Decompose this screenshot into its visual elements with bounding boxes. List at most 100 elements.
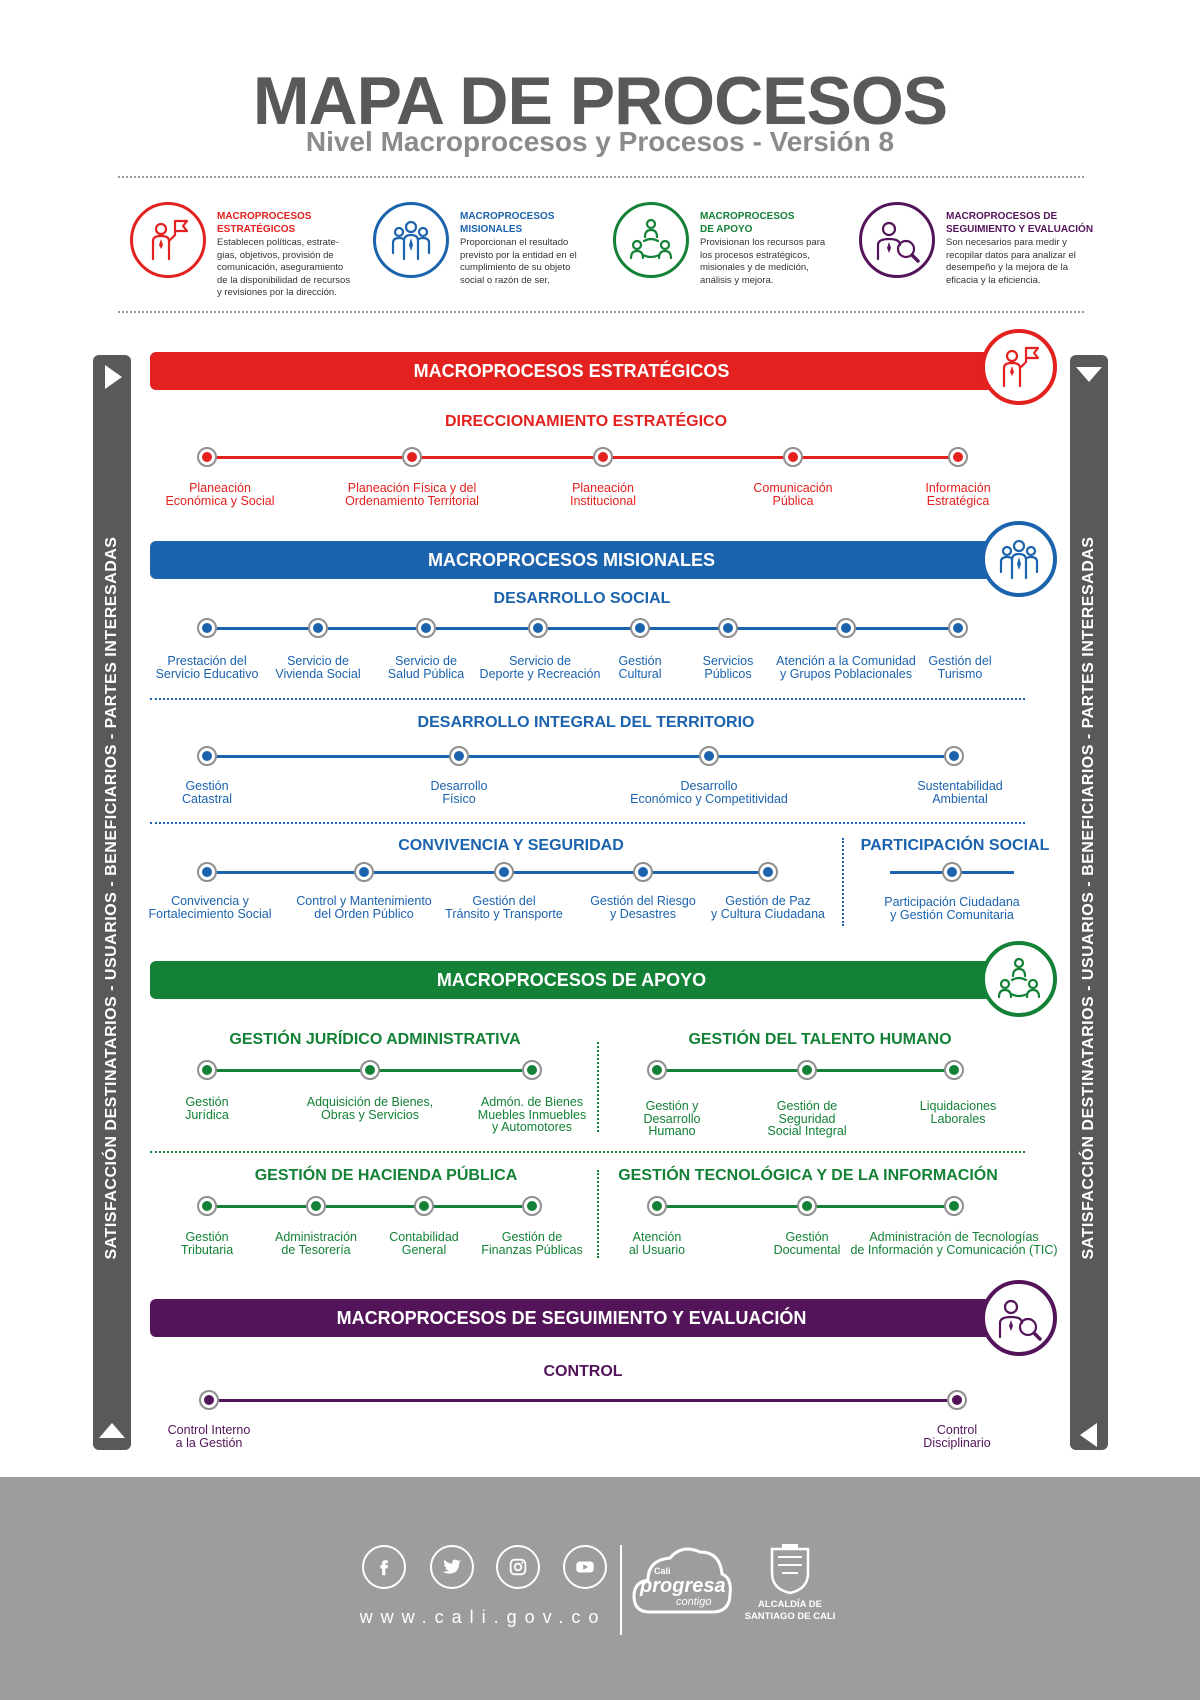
convivencia-title: CONVIVENCIA Y SEGURIDAD [398, 837, 624, 854]
node-dot [202, 1065, 212, 1075]
tecnologica-label-0[interactable]: Atención al Usuario [628, 1230, 686, 1257]
talento-label-2[interactable]: Liquidaciones Laborales [919, 1099, 997, 1126]
territorio-label-1[interactable]: Desarrollo Físico [430, 779, 488, 806]
direccionamiento-node-2[interactable] [593, 447, 613, 467]
territorio-label-2[interactable]: Desarrollo Económico y Competitividad [630, 779, 788, 806]
strategy-flag-person-icon [151, 219, 189, 261]
juridico-label-2[interactable]: Admón. de Bienes Muebles Inmuebles y Aut… [477, 1095, 587, 1134]
convivencia-node-3[interactable] [633, 862, 653, 882]
convivencia-node-0[interactable] [197, 862, 217, 882]
page-subtitle: Nivel Macroprocesos y Procesos - Versión… [305, 126, 895, 157]
hacienda-node-3[interactable] [522, 1196, 542, 1216]
arrow-right-icon [105, 365, 122, 389]
legend-desc-2: Provisionan los recursos para los proces… [700, 237, 826, 286]
control-node-0[interactable] [199, 1390, 219, 1410]
legend-title-line1: MACROPROCESOS DE [946, 211, 1058, 222]
strategy-flag-person-icon [1002, 346, 1040, 388]
hacienda-node-2[interactable] [414, 1196, 434, 1216]
tecnologica-label-1[interactable]: Gestión Documental [773, 1230, 841, 1257]
hacienda-node-1[interactable] [306, 1196, 326, 1216]
divider-support-v1 [597, 1042, 599, 1132]
talento-label-1[interactable]: Gestión de Seguridad Social Integral [767, 1099, 847, 1138]
convivencia-label-4[interactable]: Gestión de Paz y Cultura Ciudadana [711, 894, 825, 921]
youtube-button[interactable] [563, 1545, 607, 1589]
juridico-node-1[interactable] [360, 1060, 380, 1080]
band-icon-3 [981, 1280, 1057, 1356]
territorio-node-0[interactable] [197, 746, 217, 766]
social-label-5[interactable]: Servicios Públicos [702, 654, 754, 681]
control-label-1[interactable]: Control Disciplinario [923, 1423, 991, 1450]
facebook-button[interactable] [362, 1545, 406, 1589]
talento-node-2[interactable] [944, 1060, 964, 1080]
convivencia-label-1[interactable]: Control y Mantenimiento del Orden Públic… [296, 894, 432, 921]
social-label-3[interactable]: Servicio de Deporte y Recreación [479, 654, 601, 681]
tecnologica-node-0[interactable] [647, 1196, 667, 1216]
direccionamiento-node-3[interactable] [783, 447, 803, 467]
hacienda-node-0[interactable] [197, 1196, 217, 1216]
direccionamiento-label-3[interactable]: Comunicación Pública [753, 481, 833, 508]
social-node-5[interactable] [718, 618, 738, 638]
legend-circle-0 [130, 202, 206, 278]
node-dot [454, 751, 464, 761]
cloud-logo-icon [632, 1547, 732, 1614]
hacienda-label-2[interactable]: Contabilidad General [389, 1230, 459, 1257]
direccionamiento-label-2[interactable]: Planeación Institucional [569, 481, 637, 508]
hacienda-label-0[interactable]: Gestión Tributaria [180, 1230, 234, 1257]
direccionamiento-node-1[interactable] [402, 447, 422, 467]
talento-node-0[interactable] [647, 1060, 667, 1080]
territorio-label-3[interactable]: Sustentabilidad Ambiental [917, 779, 1003, 806]
convivencia-node-2[interactable] [494, 862, 514, 882]
social-node-1[interactable] [308, 618, 328, 638]
participacion-node-0[interactable] [942, 862, 962, 882]
tecnologica-node-1[interactable] [797, 1196, 817, 1216]
social-node-4[interactable] [630, 618, 650, 638]
social-label-4[interactable]: Gestión Cultural [618, 654, 662, 681]
juridico-node-0[interactable] [197, 1060, 217, 1080]
territorio-label-0[interactable]: Gestión Catastral [181, 779, 233, 806]
participacion-label-0[interactable]: Participación Ciudadana y Gestión Comuni… [884, 895, 1020, 922]
talento-node-1[interactable] [797, 1060, 817, 1080]
tecnologica-label-2[interactable]: Administración de Tecnologías de Informa… [850, 1230, 1058, 1257]
node-dot [421, 623, 431, 633]
convivencia-node-1[interactable] [354, 862, 374, 882]
control-line [209, 1398, 957, 1402]
control-label-0[interactable]: Control Interno a la Gestión [167, 1423, 251, 1450]
direccionamiento-node-4[interactable] [948, 447, 968, 467]
node-dot [949, 751, 959, 761]
tecnologica-node-2[interactable] [944, 1196, 964, 1216]
convivencia-label-0[interactable]: Convivencia y Fortalecimiento Social [148, 894, 272, 921]
legend-title-line1: MACROPROCESOS [460, 211, 555, 222]
social-node-7[interactable] [948, 618, 968, 638]
social-node-6[interactable] [836, 618, 856, 638]
divider-missional-2 [150, 822, 1025, 824]
social-node-0[interactable] [197, 618, 217, 638]
territorio-node-2[interactable] [699, 746, 719, 766]
social-node-3[interactable] [528, 618, 548, 638]
juridico-label-1[interactable]: Adquisición de Bienes, Obras y Servicios [306, 1095, 434, 1122]
convivencia-label-2[interactable]: Gestión del Tránsito y Transporte [445, 894, 563, 921]
hacienda-label-1[interactable]: Administración de Tesorería [275, 1230, 357, 1257]
social-label-0[interactable]: Prestación del Servicio Educativo [155, 654, 259, 681]
juridico-label-0[interactable]: Gestión Jurídica [185, 1095, 229, 1122]
talento-label-0[interactable]: Gestión y Desarrollo Humano [643, 1099, 701, 1138]
social-node-2[interactable] [416, 618, 436, 638]
hacienda-label-3[interactable]: Gestión de Finanzas Públicas [481, 1230, 583, 1257]
social-label-7[interactable]: Gestión del Turismo [928, 654, 992, 681]
territorio-node-3[interactable] [944, 746, 964, 766]
territorio-node-1[interactable] [449, 746, 469, 766]
convivencia-label-3[interactable]: Gestión del Riesgo y Desastres [590, 894, 696, 921]
direccionamiento-label-1[interactable]: Planeación Física y del Ordenamiento Ter… [345, 481, 479, 508]
direccionamiento-label-0[interactable]: Planeación Económica y Social [165, 481, 275, 508]
instagram-button[interactable] [496, 1545, 540, 1589]
legend-circle-2 [613, 202, 689, 278]
juridico-node-2[interactable] [522, 1060, 542, 1080]
social-label-2[interactable]: Servicio de Salud Pública [387, 654, 465, 681]
twitter-button[interactable] [430, 1545, 474, 1589]
website-link[interactable]: www.cali.gov.co [359, 1607, 607, 1627]
direccionamiento-label-4[interactable]: Información Estratégica [925, 481, 991, 508]
control-node-1[interactable] [947, 1390, 967, 1410]
social-label-1[interactable]: Servicio de Vivienda Social [275, 654, 361, 681]
social-label-6[interactable]: Atención a la Comunidad y Grupos Poblaci… [776, 654, 916, 681]
direccionamiento-node-0[interactable] [197, 447, 217, 467]
convivencia-node-4[interactable] [758, 862, 778, 882]
